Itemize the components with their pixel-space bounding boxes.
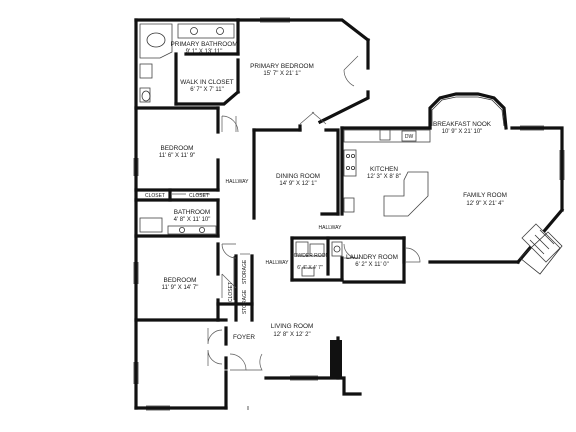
primary-bedroom-dims: 15' 7" X 21' 1"	[263, 71, 300, 77]
walk-in-closet-label: WALK IN CLOSET	[180, 79, 233, 86]
storage-label-a: STORAGE	[242, 259, 248, 284]
powder-room-label: POWDER ROOM	[290, 253, 329, 259]
powder-room-dims: 6' 4" X 4' 7"	[297, 265, 323, 271]
breakfast-nook-label: BREAKFAST NOOK	[433, 121, 492, 128]
family-room-label: FAMILY ROOM	[463, 192, 507, 199]
kitchen-dims: 12' 3" X 8' 8"	[367, 174, 401, 180]
area-labels: CLOSET CLOSET CLOSET STORAGE STORAGE HAL…	[145, 134, 413, 341]
hallway-label-c: HALLWAY	[266, 260, 290, 266]
room-labels: PRIMARY BATHROOM 9' 1" X 13' 11" PRIMARY…	[159, 41, 507, 338]
closet-label-c: CLOSET	[228, 282, 234, 302]
dining-room-dims: 14' 9" X 12' 1"	[279, 181, 316, 187]
hallway-label-a: HALLWAY	[226, 179, 250, 185]
laundry-room-label: LAUNDRY ROOM	[346, 254, 398, 261]
fireplace	[515, 207, 565, 275]
family-room-dims: 12' 9" X 21' 4"	[466, 201, 503, 207]
primary-bathroom-dims: 9' 1" X 13' 11"	[186, 49, 223, 55]
dining-room-label: DINING ROOM	[276, 173, 320, 180]
primary-bathroom-label: PRIMARY BATHROOM	[170, 41, 237, 48]
bedroom1-label: BEDROOM	[160, 145, 193, 152]
living-room-fireplace	[330, 340, 342, 378]
bathroom-label: BATHROOM	[174, 209, 210, 216]
primary-bedroom-label: PRIMARY BEDROOM	[250, 63, 314, 70]
bedroom2-label: BEDROOM	[163, 277, 196, 284]
bathroom-fixtures	[139, 217, 217, 235]
interior-walls	[134, 18, 406, 370]
living-room-label: LIVING ROOM	[271, 323, 314, 330]
laundry-fixtures	[331, 241, 343, 257]
breakfast-nook-bay	[428, 92, 508, 130]
living-room-dims: 12' 8" X 12' 2"	[273, 332, 310, 338]
bedroom1-dims: 11' 6" X 11' 9"	[159, 153, 195, 159]
dishwasher-label: DW	[405, 134, 414, 140]
storage-label-b: STORAGE	[242, 289, 248, 314]
kitchen-fixtures	[343, 129, 431, 217]
powder-room-fixtures	[295, 241, 325, 277]
bedroom2-dims: 11' 9" X 14' 7"	[162, 285, 199, 291]
walk-in-closet-dims: 6' 7" X 7' 11"	[190, 87, 223, 93]
kitchen-label: KITCHEN	[370, 166, 398, 173]
closet-label-b: CLOSET	[189, 193, 209, 199]
primary-bath-fixtures	[139, 23, 235, 103]
foyer-label: FOYER	[233, 334, 255, 341]
breakfast-nook-dims: 10' 9" X 21' 10"	[442, 129, 483, 135]
bathroom-dims: 4' 8" X 11' 10"	[174, 217, 211, 223]
hallway-label-b: HALLWAY	[319, 225, 343, 231]
windows	[133, 17, 565, 411]
laundry-room-dims: 6' 2" X 11' 0"	[355, 262, 388, 268]
closet-label-a: CLOSET	[145, 193, 165, 199]
